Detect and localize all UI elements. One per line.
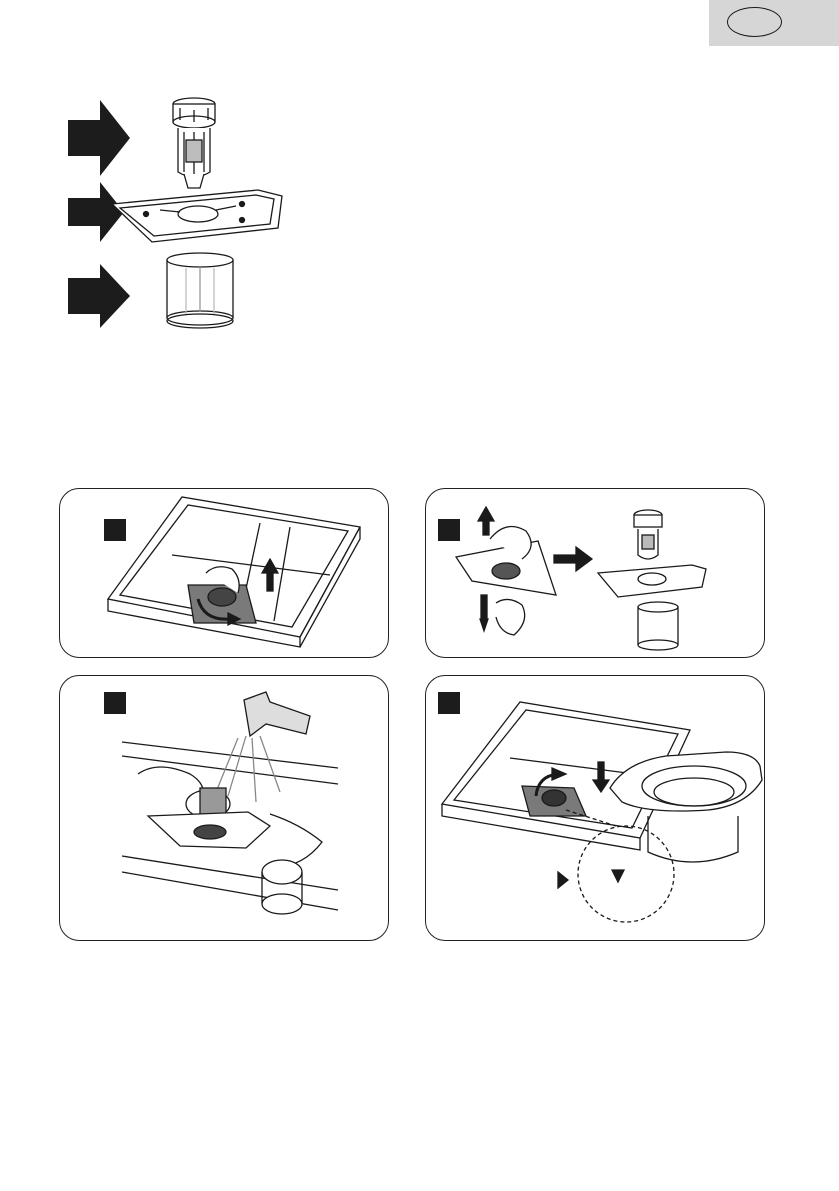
- step-panel-2: [425, 488, 765, 658]
- separate-filter-illustration: [426, 489, 765, 658]
- flat-filter-illustration: [112, 190, 282, 242]
- language-badge: [727, 7, 782, 37]
- rinse-filter-illustration: [60, 676, 389, 941]
- arrow-right-icon: [68, 264, 130, 328]
- rotate-lift-filter-illustration: [60, 489, 389, 658]
- fine-filter-illustration: [167, 253, 233, 328]
- step-panel-4: [425, 675, 765, 941]
- coarse-filter-illustration: [173, 98, 215, 188]
- reinsert-filter-illustration: [426, 676, 765, 941]
- language-tab: [709, 0, 839, 46]
- filter-parts-figure: [60, 92, 300, 332]
- arrow-right-icon: [68, 182, 124, 242]
- step-panel-1: [59, 488, 389, 658]
- step-panel-3: [59, 675, 389, 941]
- arrow-right-icon: [68, 100, 130, 176]
